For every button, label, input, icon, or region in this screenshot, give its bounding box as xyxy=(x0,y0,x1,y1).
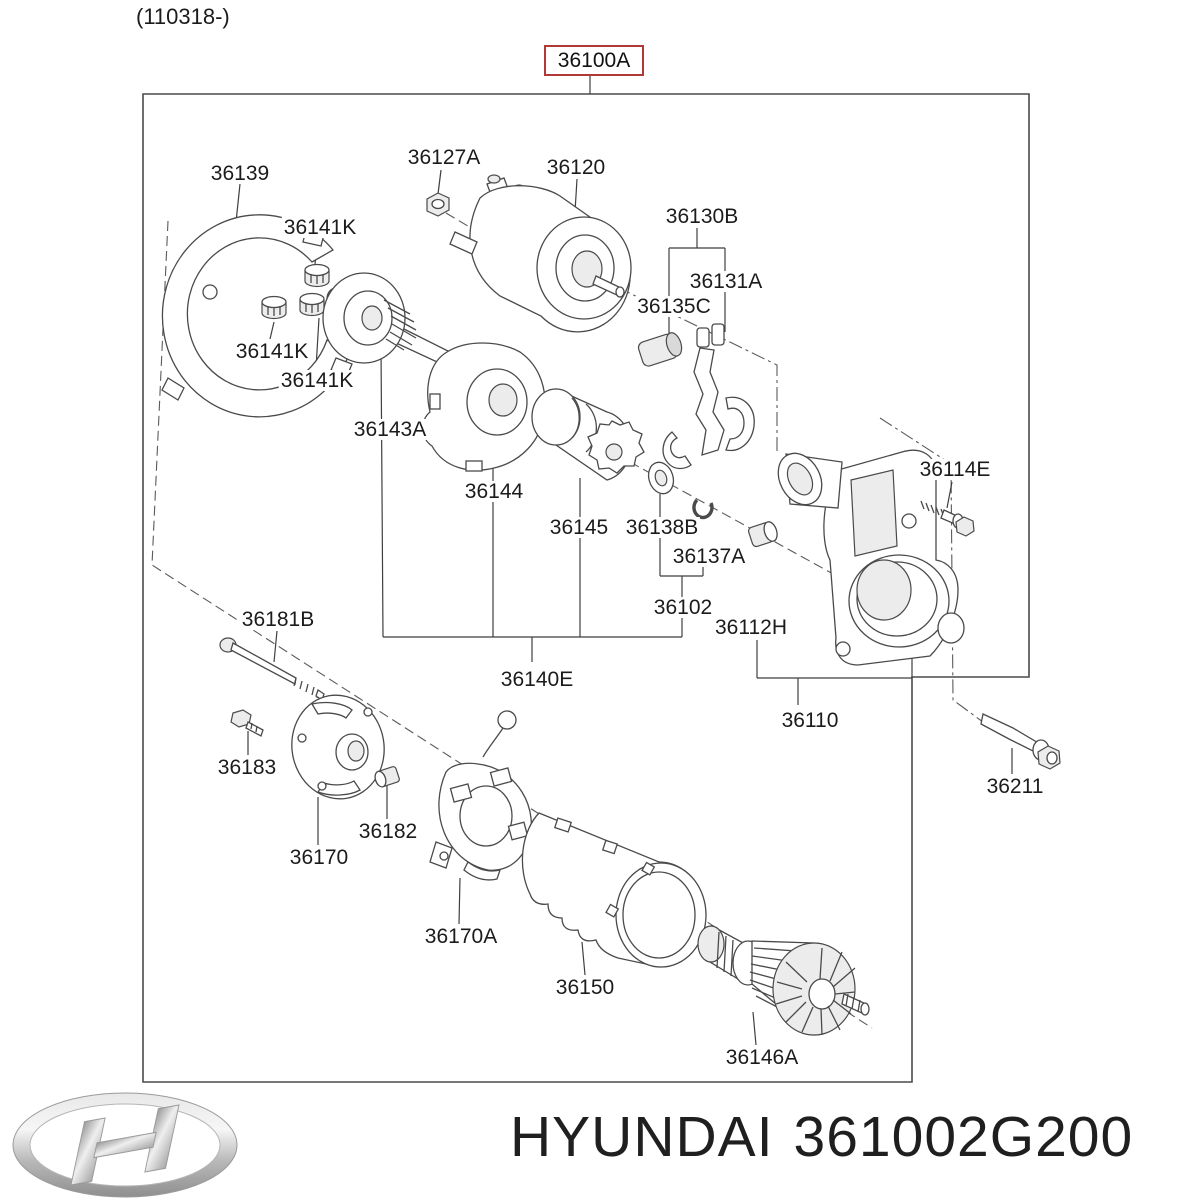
part-label-36130B: 36130B xyxy=(663,205,741,228)
part-36170A-brush-holder xyxy=(429,710,533,881)
part-36211-bolt xyxy=(980,713,1061,770)
part-36170-end-plate xyxy=(291,694,385,800)
part-36110-front-bracket xyxy=(777,449,965,666)
part-label-36141K-2: 36141K xyxy=(233,340,311,363)
part-label-36144: 36144 xyxy=(462,480,526,503)
part-label-36170: 36170 xyxy=(287,846,351,869)
part-36141K-bearing-2 xyxy=(261,295,287,320)
part-label-36120: 36120 xyxy=(544,156,608,179)
part-36150-yoke xyxy=(521,812,707,968)
part-label-36135C: 36135C xyxy=(635,295,713,318)
part-36114E-bolt xyxy=(920,500,975,537)
part-label-36141K-3: 36141K xyxy=(278,369,356,392)
part-36137A-stop-collar xyxy=(747,521,778,548)
part-36141K-bearing-1 xyxy=(304,263,330,288)
part-label-36114E: 36114E xyxy=(917,458,993,481)
part-label-36138B: 36138B xyxy=(623,516,701,539)
part-label-36131A: 36131A xyxy=(687,270,765,293)
part-label-36112H: 36112H xyxy=(712,616,790,639)
part-36182-bushing xyxy=(374,766,400,788)
part-36181B-through-bolt xyxy=(219,637,325,702)
part-label-36211: 36211 xyxy=(984,775,1046,798)
part-label-36146A: 36146A xyxy=(723,1046,801,1069)
part-36141K-bearing-3 xyxy=(299,292,325,317)
part-label-36150: 36150 xyxy=(553,976,617,999)
part-label-36145: 36145 xyxy=(547,516,611,539)
production-date-code: (110318-) xyxy=(136,4,230,29)
part-36135C-plug xyxy=(637,332,683,367)
part-36145-drive-pinion xyxy=(531,387,645,481)
part-label-36141K-1: 36141K xyxy=(281,216,359,239)
part-label-36181B: 36181B xyxy=(239,608,317,631)
part-label-36127A: 36127A xyxy=(405,146,483,169)
part-number-text: 361002G200 xyxy=(793,1105,1134,1169)
part-label-36137A: 36137A xyxy=(670,545,748,568)
part-label-36170A: 36170A xyxy=(422,925,500,948)
part-36131A-shift-fork xyxy=(662,323,755,470)
assembly-code-box[interactable]: 36100A xyxy=(544,45,644,76)
part-36144-clutch-cover xyxy=(422,342,546,472)
part-36183-screw xyxy=(230,709,264,737)
part-label-36102: 36102 xyxy=(651,596,715,619)
hyundai-logo-icon xyxy=(12,1092,238,1198)
part-snap-ring xyxy=(692,498,714,520)
part-36146A-armature xyxy=(697,924,870,1036)
part-label-36140E: 36140E xyxy=(498,668,576,691)
part-label-36143A: 36143A xyxy=(351,418,429,441)
part-36127A-nut xyxy=(426,192,450,217)
part-label-36139: 36139 xyxy=(208,162,272,185)
part-36138B-washer xyxy=(647,461,675,495)
part-36120-solenoid xyxy=(449,174,632,333)
part-label-36182: 36182 xyxy=(356,820,420,843)
part-36143A-output-shaft xyxy=(322,272,458,370)
brand-line: HYUNDAI 361002G200 xyxy=(510,1104,1133,1170)
part-label-36110: 36110 xyxy=(779,709,841,732)
part-label-36183: 36183 xyxy=(215,756,279,779)
brand-name: HYUNDAI xyxy=(510,1105,774,1169)
